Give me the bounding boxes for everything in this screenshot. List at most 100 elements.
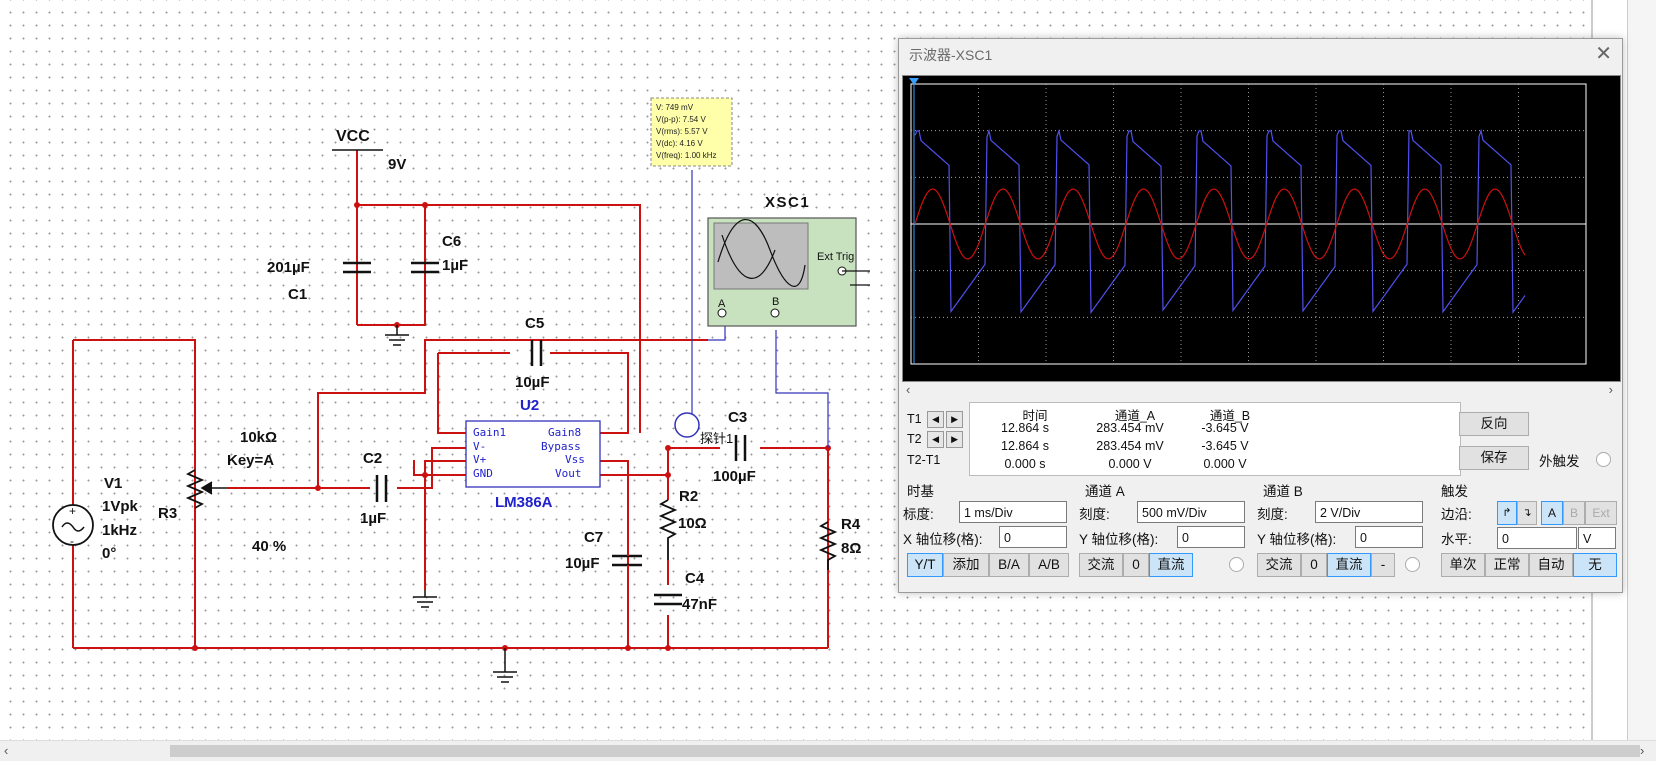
probe-readout-box[interactable] xyxy=(650,97,733,167)
mode-ab-button[interactable]: A/B xyxy=(1029,553,1069,577)
channel-b-ac-button[interactable]: 交流 xyxy=(1257,553,1301,577)
scroll-left-icon[interactable]: ‹ xyxy=(4,743,9,758)
x-position-label: X 轴位移(格): xyxy=(903,532,983,547)
v1-source: + - xyxy=(52,504,94,548)
channel-b-scale-field[interactable]: 2 V/Div xyxy=(1315,501,1423,523)
pin-gain1: Gain1 xyxy=(473,426,506,439)
t1-row-label: T1 ◀▶ xyxy=(907,411,964,428)
xsc1-ch-a: A xyxy=(718,298,726,310)
t2-right-arrow-icon[interactable]: ▶ xyxy=(946,431,964,448)
channel-b-ypos-label: Y 轴位移(格): xyxy=(1257,532,1337,547)
reverse-button[interactable]: 反向 xyxy=(1459,412,1529,436)
table-row: 12.864 s 283.454 mV -3.645 V xyxy=(1001,439,1249,453)
trigger-level-label: 水平: xyxy=(1441,532,1472,547)
horizontal-scrollbar[interactable]: ‹ › xyxy=(0,740,1656,761)
display-scrollbar[interactable]: ‹ › xyxy=(902,382,1619,398)
u2-label: U2 xyxy=(520,397,539,414)
c6-label: C6 xyxy=(442,233,461,250)
trigger-level-field[interactable]: 0 xyxy=(1497,527,1577,549)
channel-a-ac-button[interactable]: 交流 xyxy=(1079,553,1123,577)
vertical-scrollbar[interactable] xyxy=(1627,0,1656,740)
pin-gnd: GND xyxy=(473,467,493,480)
scroll-right-icon[interactable]: › xyxy=(1640,743,1645,758)
r4-label: R4 xyxy=(841,516,861,533)
r3-wiper xyxy=(200,481,228,495)
xsc1-label: XSC1 xyxy=(765,194,810,211)
probe-line: V(dc): 4.16 V xyxy=(656,139,703,148)
xsc1-instrument[interactable] xyxy=(707,217,870,327)
mode-yt-button[interactable]: Y/T xyxy=(907,553,943,577)
c7-value: 10µF xyxy=(565,555,600,572)
probe-label: 探针1 xyxy=(700,431,733,446)
falling-edge-icon[interactable]: ↴ xyxy=(1517,501,1537,525)
channel-b-trace xyxy=(914,128,1526,315)
c4-value: 47nF xyxy=(682,596,717,613)
channel-a-zero-button[interactable]: 0 xyxy=(1123,553,1149,577)
trigger-source-a[interactable]: A xyxy=(1541,501,1563,525)
schematic-diagram[interactable]: + - VCC 9V 201µF C1 C6 1µF C5 10µF U2 LM… xyxy=(0,0,1595,740)
pin-gain8: Gain8 xyxy=(548,426,581,439)
close-icon[interactable]: ✕ xyxy=(1595,43,1612,65)
v1-label: V1 xyxy=(104,475,122,492)
channel-b-dc-button[interactable]: 直流 xyxy=(1327,553,1371,577)
ground-symbols xyxy=(385,325,517,683)
probe-line: V(freq): 1.00 kHz xyxy=(656,151,716,160)
probe-line: V(rms): 5.57 V xyxy=(656,127,708,136)
channel-b-minus-button[interactable]: - xyxy=(1371,553,1395,577)
x-position-field[interactable]: 0 xyxy=(999,526,1067,548)
channel-a-trace xyxy=(914,188,1526,260)
oscilloscope-window[interactable]: 示波器-XSC1 ✕ ‹ › T1 ◀▶ T2 ◀▶ T2-T1 时间 通道_A… xyxy=(898,38,1623,593)
trigger-title: 触发 xyxy=(1441,484,1468,499)
trigger-edge-label: 边沿: xyxy=(1441,507,1472,522)
c3-label: C3 xyxy=(728,409,747,426)
trigger-single-button[interactable]: 单次 xyxy=(1441,553,1485,577)
v1-phase: 0° xyxy=(102,545,116,562)
c5-value: 10µF xyxy=(515,374,550,391)
t1-right-arrow-icon[interactable]: ▶ xyxy=(946,411,964,428)
lm386-chip[interactable] xyxy=(465,420,601,488)
mode-add-button[interactable]: 添加 xyxy=(943,553,989,577)
channel-a-radio[interactable] xyxy=(1229,557,1244,572)
c7-label: C7 xyxy=(584,529,603,546)
scrollbar-thumb[interactable] xyxy=(170,745,1640,757)
trigger-source-b[interactable]: B xyxy=(1563,501,1585,525)
wires xyxy=(72,150,829,649)
c3-value: 100µF xyxy=(713,468,756,485)
cursor-marker-icon xyxy=(909,78,919,85)
mode-ba-button[interactable]: B/A xyxy=(989,553,1029,577)
pin-vminus: V- xyxy=(473,440,486,453)
scroll-left-icon[interactable]: ‹ xyxy=(906,382,911,397)
channel-b-title: 通道 B xyxy=(1263,484,1303,499)
channel-b-zero-button[interactable]: 0 xyxy=(1301,553,1327,577)
r4-value: 8Ω xyxy=(841,540,861,557)
save-button[interactable]: 保存 xyxy=(1459,446,1529,470)
ext-trigger-radio[interactable] xyxy=(1596,452,1611,467)
trigger-source-ext[interactable]: Ext xyxy=(1585,501,1617,525)
t1-left-arrow-icon[interactable]: ◀ xyxy=(927,411,945,428)
channel-a-ypos-field[interactable]: 0 xyxy=(1177,526,1245,548)
u2-part: LM386A xyxy=(495,494,553,511)
trigger-none-button[interactable]: 无 xyxy=(1573,553,1617,577)
channel-a-scale-field[interactable]: 500 mV/Div xyxy=(1137,501,1245,523)
channel-b-radio[interactable] xyxy=(1405,557,1420,572)
channel-a-dc-button[interactable]: 直流 xyxy=(1149,553,1193,577)
rising-edge-icon[interactable]: ↱ xyxy=(1497,501,1517,525)
xsc1-ch-b: B xyxy=(772,296,779,308)
trigger-level-unit[interactable]: V xyxy=(1578,527,1616,549)
svg-text:-: - xyxy=(70,534,74,548)
pin-vplus: V+ xyxy=(473,453,487,466)
v1-amp: 1Vpk xyxy=(102,498,139,515)
trigger-normal-button[interactable]: 正常 xyxy=(1485,553,1529,577)
timebase-scale-label: 标度: xyxy=(903,507,934,522)
t2-left-arrow-icon[interactable]: ◀ xyxy=(927,431,945,448)
channel-b-ypos-field[interactable]: 0 xyxy=(1355,526,1423,548)
trigger-auto-button[interactable]: 自动 xyxy=(1529,553,1573,577)
c5-label: C5 xyxy=(525,315,544,332)
c4-label: C4 xyxy=(685,570,705,587)
svg-text:+: + xyxy=(69,504,76,518)
probe-voltmeter-icon[interactable] xyxy=(674,412,700,438)
scroll-right-icon[interactable]: › xyxy=(1608,382,1613,397)
scope-traces xyxy=(909,78,1587,365)
timebase-scale-field[interactable]: 1 ms/Div xyxy=(959,501,1067,523)
c1-value: 201µF xyxy=(267,259,310,276)
